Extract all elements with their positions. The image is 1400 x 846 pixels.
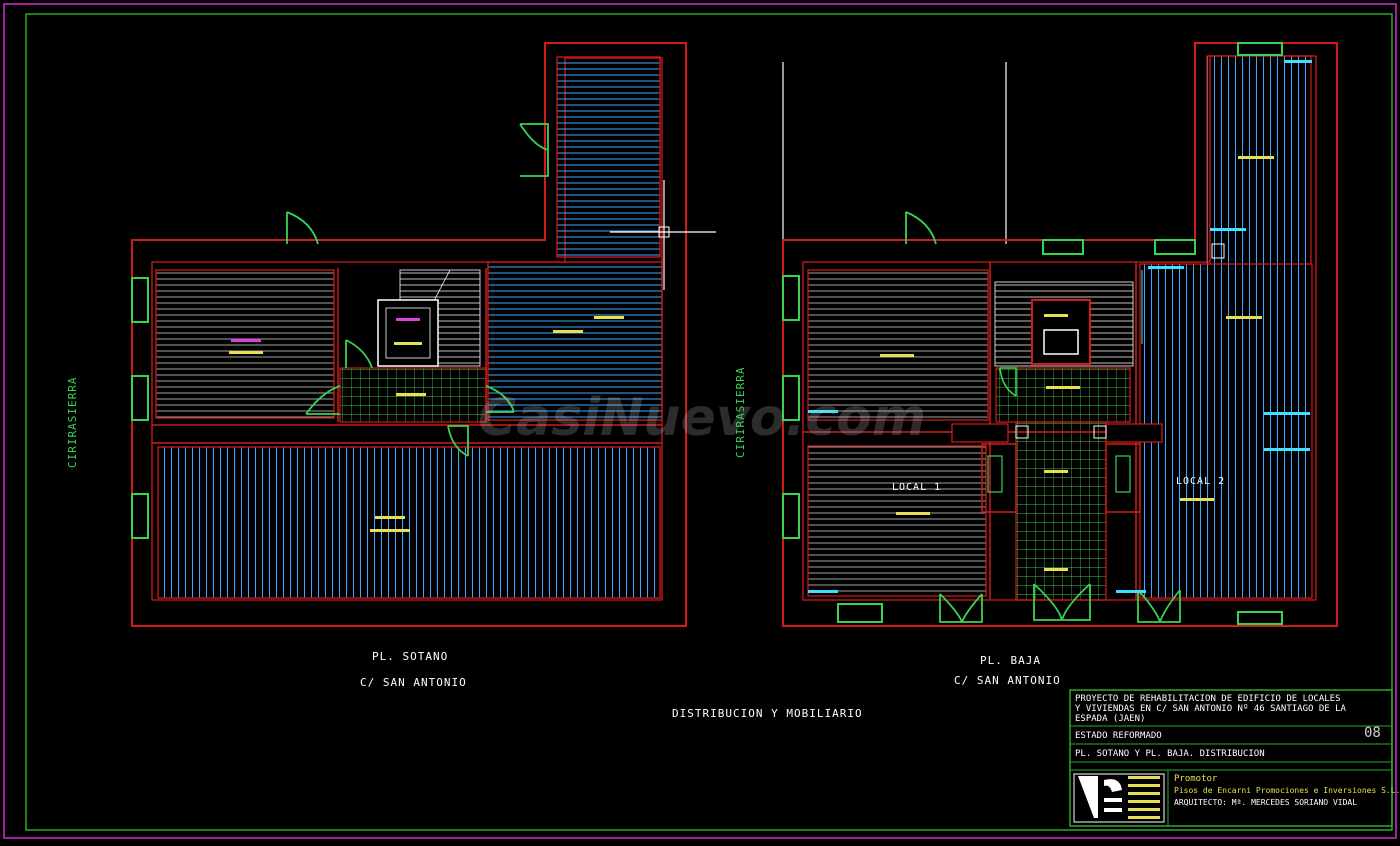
basement-street-label: C/ SAN ANTONIO: [360, 676, 467, 689]
door: [447, 425, 469, 457]
outer-frame: [3, 3, 1397, 839]
window: [837, 603, 883, 623]
basement-side-street-label: CIRIRASIERRA: [66, 376, 79, 468]
ground-side-street-label: CIRIRASIERRA: [734, 366, 747, 458]
ground-plan-title: PL. BAJA: [980, 654, 1041, 667]
basement-room-right-mid: [487, 261, 663, 421]
door: [519, 123, 549, 177]
ground-plan: [782, 42, 1338, 627]
ground-street-label: C/ SAN ANTONIO: [954, 674, 1061, 687]
tb-drawing: PL. SOTANO Y PL. BAJA. DISTRIBUCION: [1075, 749, 1265, 759]
ground-local-1: [807, 445, 987, 597]
window: [1042, 239, 1084, 255]
room-label-local-2: LOCAL 2: [1176, 476, 1226, 487]
door: [1033, 583, 1091, 621]
door: [305, 385, 341, 415]
door: [1137, 589, 1181, 623]
tb-sheet-number: 08: [1364, 725, 1381, 741]
window: [1237, 42, 1283, 56]
ground-room-upper-left: [807, 269, 989, 421]
window: [131, 493, 149, 539]
tb-promoter-name: Pisos de Encarni Promociones e Inversion…: [1174, 786, 1400, 795]
tb-state: ESTADO REFORMADO: [1075, 731, 1162, 741]
tb-promoter-label: Promotor: [1174, 774, 1218, 784]
basement-plan-title: PL. SOTANO: [372, 650, 449, 663]
door: [485, 385, 515, 413]
tb-architect: ARQUITECTO: Mª. MERCEDES SORIANO VIDAL: [1174, 798, 1358, 807]
window: [131, 375, 149, 421]
ground-room-right-tall: [1206, 55, 1312, 265]
window: [1237, 611, 1283, 625]
door: [999, 367, 1017, 397]
tb-project-line2: Y VIVIENDAS EN C/ SAN ANTONIO Nº 46 SANT…: [1075, 704, 1346, 714]
basement-room-upper-left: [155, 269, 335, 419]
basement-outer-wall: [131, 42, 687, 627]
room-label-local-1: LOCAL 1: [892, 482, 942, 493]
tb-project-line1: PROYECTO DE REHABILITACION DE EDIFICIO D…: [1075, 694, 1341, 704]
window: [782, 275, 800, 321]
window: [1154, 239, 1196, 255]
basement-room-right-tall: [556, 56, 661, 258]
architect-logo: [1073, 773, 1165, 823]
basement-room-bottom: [157, 446, 661, 599]
ground-grid-corridor: [1015, 421, 1107, 601]
window: [782, 493, 800, 539]
basement-plan: [131, 42, 716, 627]
basement-lift-box: [377, 299, 439, 367]
tb-project-line3: ESPADA (JAEN): [1075, 714, 1146, 724]
door: [345, 339, 373, 369]
window: [131, 277, 149, 323]
inner-frame: [25, 13, 1393, 831]
ground-grid-hall: [995, 367, 1131, 423]
window: [782, 375, 800, 421]
ground-local-2: [1139, 263, 1313, 599]
door: [905, 211, 937, 245]
sheet-title: DISTRIBUCION Y MOBILIARIO: [672, 707, 863, 720]
door: [286, 211, 319, 245]
watermark: CasiNuevo.com: [478, 388, 926, 448]
title-block-frame: [1069, 689, 1393, 827]
door: [939, 593, 983, 623]
